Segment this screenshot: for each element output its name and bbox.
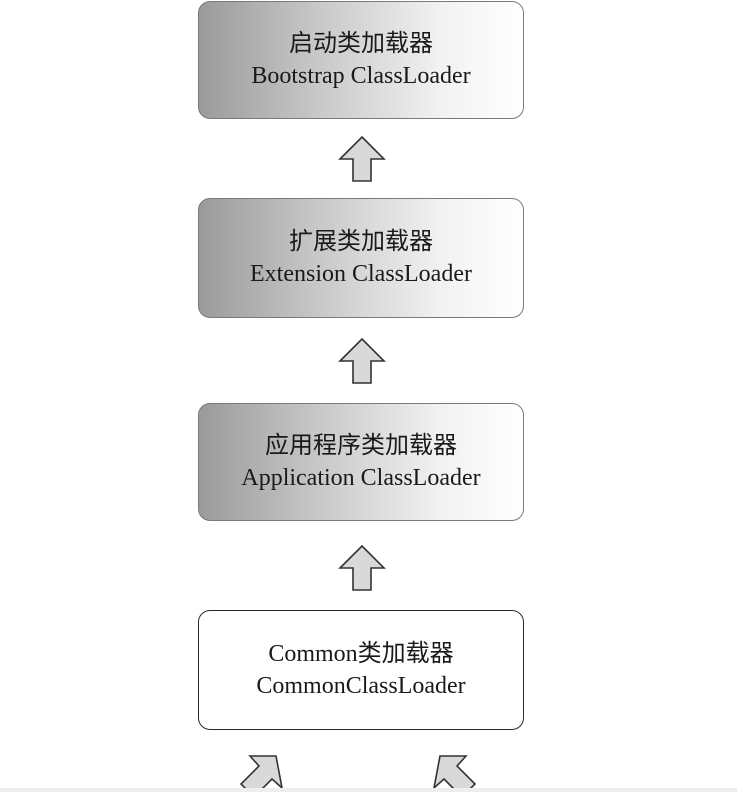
bootstrap-classloader-en-label: Bootstrap ClassLoader bbox=[251, 63, 471, 89]
up-arrow-icon bbox=[338, 544, 386, 591]
application-classloader-box: 应用程序类加载器 Application ClassLoader bbox=[198, 403, 524, 521]
bootstrap-classloader-box: 启动类加载器 Bootstrap ClassLoader bbox=[198, 1, 524, 119]
application-classloader-en-label: Application ClassLoader bbox=[241, 465, 481, 491]
up-arrow-icon bbox=[338, 135, 386, 182]
application-classloader-zh-label: 应用程序类加载器 bbox=[265, 432, 457, 459]
common-classloader-en-label: CommonClassLoader bbox=[256, 673, 466, 699]
common-classloader-zh-label: Common类加载器 bbox=[268, 640, 454, 667]
up-arrow-icon bbox=[338, 337, 386, 384]
extension-classloader-en-label: Extension ClassLoader bbox=[250, 261, 472, 287]
diagonal-up-left-arrow-icon bbox=[432, 755, 477, 792]
bootstrap-classloader-zh-label: 启动类加载器 bbox=[289, 30, 433, 57]
extension-classloader-zh-label: 扩展类加载器 bbox=[289, 228, 433, 255]
extension-classloader-box: 扩展类加载器 Extension ClassLoader bbox=[198, 198, 524, 318]
diagonal-up-right-arrow-icon bbox=[239, 755, 284, 792]
common-classloader-box: Common类加载器 CommonClassLoader bbox=[198, 610, 524, 730]
bottom-edge-bar bbox=[0, 788, 737, 792]
